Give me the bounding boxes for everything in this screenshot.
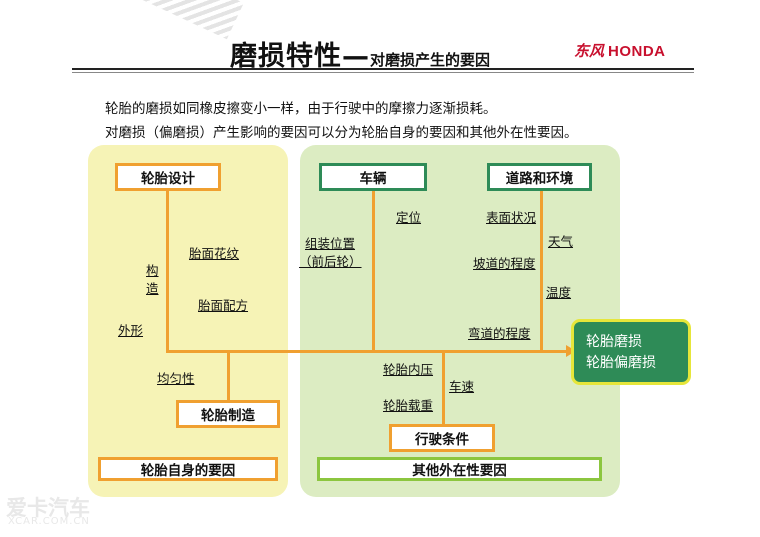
label-surface: 表面状况: [486, 210, 537, 225]
watermark-en: XCAR.COM.CN: [8, 516, 90, 527]
watermark-cn: 爱卡汽车: [6, 496, 90, 520]
result-wear: 轮胎磨损: [586, 334, 642, 350]
intro-line-2: 对磨损（偏磨损）产生影响的要因可以分为轮胎自身的要因和其他外在性要因。: [105, 125, 578, 141]
spine-driving: [442, 352, 445, 426]
panel-tire-factors: [88, 145, 288, 497]
title-rule: [72, 68, 694, 70]
label-uniformity: 均匀性: [157, 371, 195, 386]
spine-tire-mfg: [227, 352, 230, 402]
main-spine: [166, 350, 568, 353]
title-rule-thin: [72, 72, 694, 73]
label-mount-pos-1: 组装位置: [305, 236, 356, 251]
label-slope: 坡道的程度: [473, 256, 536, 271]
category-road-env: 道路和环境: [487, 163, 592, 191]
label-tread-pattern: 胎面花纹: [189, 246, 240, 261]
title-main: 磨损特性—: [230, 41, 370, 72]
label-temperature: 温度: [546, 285, 572, 300]
category-tire-mfg: 轮胎制造: [176, 400, 280, 428]
label-weather: 天气: [548, 234, 574, 249]
label-curve: 弯道的程度: [468, 326, 531, 341]
result-uneven-wear: 轮胎偏磨损: [586, 355, 656, 371]
footer-tire-factors: 轮胎自身的要因: [98, 457, 278, 481]
category-tire-design: 轮胎设计: [115, 163, 221, 191]
category-driving: 行驶条件: [389, 424, 495, 452]
page-title: 磨损特性—对磨损产生的要因: [230, 34, 490, 73]
footer-external-factors: 其他外在性要因: [317, 457, 602, 481]
logo-honda: HONDA: [608, 43, 666, 60]
label-inner-pressure: 轮胎内压: [383, 362, 434, 377]
logo-dongfeng: 东风: [574, 42, 605, 60]
category-vehicle: 车辆: [319, 163, 427, 191]
spine-road-env: [540, 190, 543, 352]
intro-line-1: 轮胎的磨损如同橡皮擦变小一样，由于行驶中的摩擦力逐渐损耗。: [105, 101, 497, 117]
spine-vehicle: [372, 190, 375, 352]
spine-tire-design: [166, 188, 169, 352]
label-structure-1: 构: [146, 263, 159, 278]
label-shape: 外形: [118, 323, 144, 338]
label-speed: 车速: [449, 379, 475, 394]
decorative-stroke: [136, 0, 244, 40]
title-sub: 对磨损产生的要因: [370, 51, 491, 69]
label-load: 轮胎载重: [383, 398, 434, 413]
label-tread-compound: 胎面配方: [198, 298, 249, 313]
label-alignment: 定位: [396, 210, 422, 225]
label-mount-pos-2: （前后轮）: [299, 254, 362, 269]
label-structure-2: 造: [146, 281, 159, 296]
result-box: 轮胎磨损 轮胎偏磨损: [571, 319, 691, 385]
